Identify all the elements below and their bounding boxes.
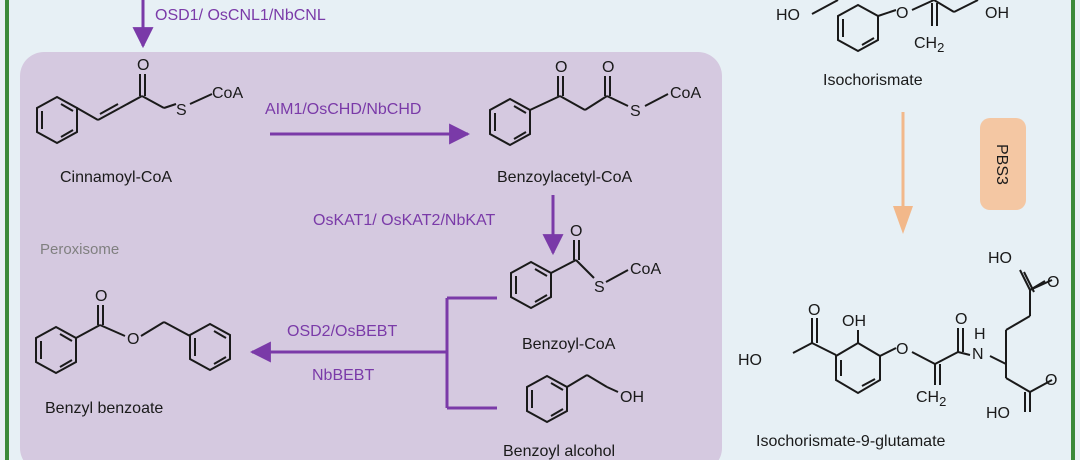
enzyme-label-bebt-1: OSD2/OsBEBT: [287, 323, 397, 340]
atom-oh: OH: [842, 313, 866, 330]
isochorismate-structure: [811, 0, 979, 53]
enzyme-label-kat: OsKAT1/ OsKAT2/NbKAT: [313, 212, 495, 229]
arrow-pbs3: [893, 112, 913, 234]
atom-o: O: [555, 59, 567, 76]
atom-ho: HO: [986, 405, 1010, 422]
atom-o: O: [1045, 372, 1057, 389]
atom-s: S: [594, 279, 605, 296]
enzyme-label-bebt-2: NbBEBT: [312, 367, 374, 384]
atom-oh: OH: [985, 5, 1009, 22]
atom-coa: CoA: [670, 85, 701, 102]
compound-label-benzoyl-alcohol: Benzoyl alcohol: [503, 443, 615, 460]
benzoyl-coa-structure: [510, 240, 629, 310]
benzyl-benzoate-structure: [35, 305, 231, 375]
atom-oh: OH: [620, 389, 644, 406]
compound-label-benzoyl-coa: Benzoyl-CoA: [522, 336, 616, 353]
pbs3-box: [980, 118, 1026, 210]
atom-ho: HO: [776, 7, 800, 24]
atom-ho: HO: [738, 352, 762, 369]
atom-h: H: [974, 326, 986, 343]
atom-o: O: [602, 59, 614, 76]
benzoyl-alcohol-structure: [526, 374, 619, 424]
atom-ho: HO: [988, 250, 1012, 267]
atom-s: S: [630, 103, 641, 120]
atom-coa: CoA: [212, 85, 243, 102]
atom-o: O: [955, 311, 967, 328]
atom-ch2: CH2: [914, 35, 944, 55]
atom-o: O: [896, 341, 908, 358]
enzyme-label-chd: AIM1/OsCHD/NbCHD: [265, 101, 421, 118]
atom-o: O: [127, 331, 139, 348]
atom-o: O: [1047, 274, 1059, 291]
compound-label-benzoylacetyl-coa: Benzoylacetyl-CoA: [497, 169, 633, 186]
enzyme-label-cnl: OSD1/ OsCNL1/NbCNL: [155, 7, 326, 24]
peroxisome-label: Peroxisome: [40, 241, 119, 258]
atom-o: O: [896, 5, 908, 22]
compound-label-isochorismate-9-glutamate: Isochorismate-9-glutamate: [756, 433, 946, 450]
atom-o: O: [570, 223, 582, 240]
atom-coa: CoA: [630, 261, 661, 278]
atom-o: O: [95, 288, 107, 305]
atom-ch2: CH2: [916, 389, 946, 409]
benzoylacetyl-coa-structure: [489, 76, 669, 147]
enzyme-label-pbs3: PBS3: [993, 144, 1010, 185]
isochorismate-9-glutamate-structure: [792, 269, 1053, 412]
atom-o: O: [808, 302, 820, 319]
compound-label-cinnamoyl-coa: Cinnamoyl-CoA: [60, 169, 172, 186]
compound-label-isochorismate: Isochorismate: [823, 72, 923, 89]
atom-n: N: [972, 346, 984, 363]
atom-o: O: [137, 57, 149, 74]
atom-s: S: [176, 102, 187, 119]
cinnamoyl-coa-structure: [36, 74, 213, 145]
compound-label-benzyl-benzoate: Benzyl benzoate: [45, 400, 163, 417]
